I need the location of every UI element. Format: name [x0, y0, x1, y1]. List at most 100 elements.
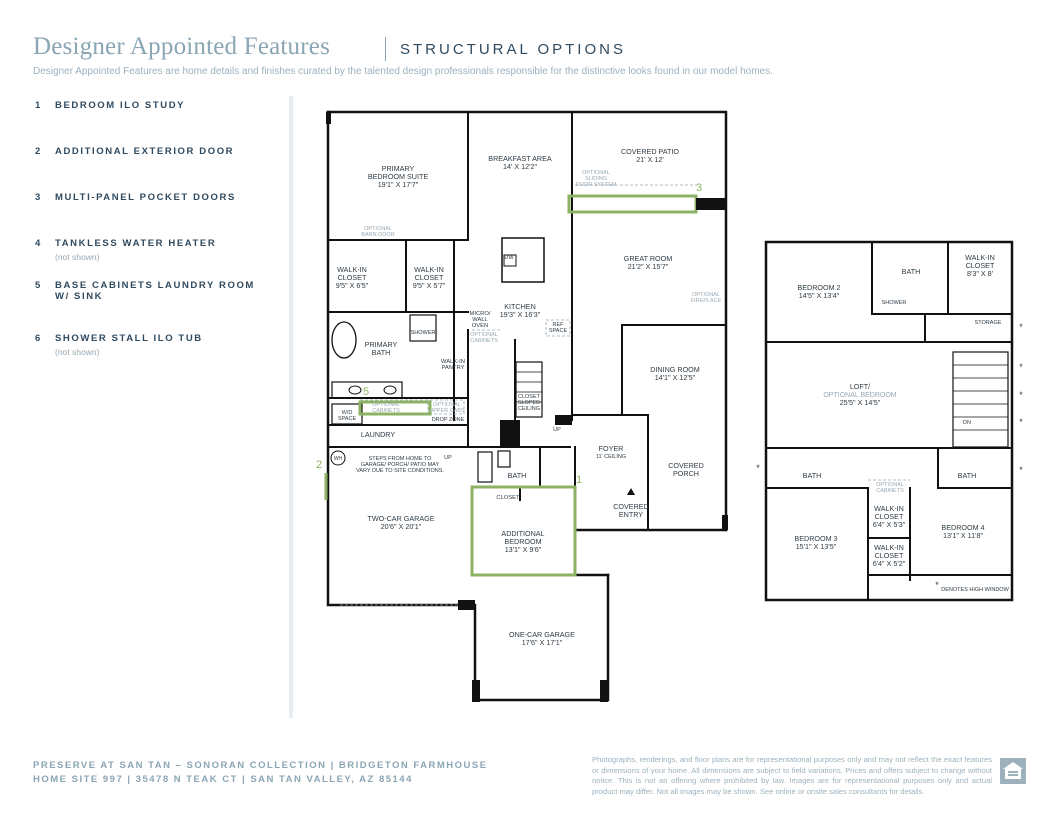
bath2-label: BATH [902, 267, 921, 276]
ref-label-2: SPACE [549, 328, 568, 334]
marker-1: 1 [576, 474, 582, 486]
primary-suite-dim: 19'1" X 17'7" [378, 180, 419, 189]
one-car-label: ONE-CAR GARAGE [509, 630, 575, 639]
equal-housing-icon [1000, 758, 1026, 784]
steps-note: STEPS FROM HOME TO [369, 456, 432, 462]
wic2-label: WALK-IN [414, 265, 444, 274]
marker-3: 3 [696, 182, 702, 194]
marker-5: 5 [363, 386, 369, 398]
feature-number: 4 [35, 238, 42, 249]
opt-upper-label-2: UPPER CABS [429, 408, 465, 414]
opt-sliding-label: OPTIONAL [582, 170, 610, 176]
covered-patio-dim: 21' X 12' [636, 155, 664, 164]
wh-label: WH [334, 456, 343, 462]
covered-porch-label-2: PORCH [673, 469, 699, 478]
community-info: PRESERVE AT SAN TAN – SONORAN COLLECTION… [33, 759, 488, 787]
bath3-label: BATH [803, 471, 822, 480]
page-description: Designer Appointed Features are home det… [33, 66, 773, 77]
feature-item-4: 4 TANKLESS WATER HEATER (not shown) [35, 238, 275, 262]
wic4-label: WALK-IN [874, 504, 904, 513]
one-car-dim: 17'6" X 17'1" [522, 638, 563, 647]
page-title: Designer Appointed Features [33, 33, 331, 60]
pantry-label: WALK-IN [441, 359, 465, 365]
star-7: * [935, 580, 939, 590]
wic2-dim: 9'5" X 5'7" [413, 281, 446, 290]
wic3-label-2: CLOSET [966, 261, 995, 270]
high-window-note: DENOTES HIGH WINDOW [941, 587, 1009, 593]
wic5-dim: 6'4" X 5'2" [873, 559, 906, 568]
community-line: PRESERVE AT SAN TAN – SONORAN COLLECTION… [33, 760, 488, 771]
opt-fireplace-label-2: FIREPLACE [691, 298, 722, 304]
loft-label: LOFT/ [850, 382, 870, 391]
entry-arrow-icon [627, 488, 635, 495]
shower-label: SHOWER [411, 330, 436, 336]
up-label-2: UP [444, 455, 452, 461]
addl-bedroom-label: ADDITIONAL [501, 529, 544, 538]
breakfast-label: BREAKFAST AREA [488, 154, 552, 163]
kitchen-label: KITCHEN [504, 302, 536, 311]
great-room-dim: 21'2" X 15'7" [628, 262, 669, 271]
opt-cab-u-label: OPTIONAL [876, 482, 904, 488]
covered-entry-label: COVERED [613, 502, 649, 511]
opt-fireplace-label: OPTIONAL [692, 292, 720, 298]
feature-title: SHOWER STALL ILO TUB [55, 333, 203, 344]
breakfast-dim: 14' X 12'2" [503, 162, 538, 171]
bedroom3-dim: 15'1" X 13'5" [796, 542, 837, 551]
covered-patio-label: COVERED PATIO [621, 147, 679, 156]
primary-bath-label: PRIMARY [365, 340, 398, 349]
feature-title: TANKLESS WATER HEATER [55, 238, 217, 249]
feature-title: ADDITIONAL EXTERIOR DOOR [55, 146, 235, 157]
bedroom3-label: BEDROOM 3 [794, 534, 837, 543]
opt-cab-k-label-2: CABINETS [470, 338, 498, 344]
feature-title: BASE CABINETS LAUNDRY ROOM W/ SINK [55, 280, 255, 302]
primary-suite-label: PRIMARY [382, 164, 415, 173]
two-car-label: TWO-CAR GARAGE [367, 514, 434, 523]
opt-barn-label-2: BARN DOOR [361, 232, 394, 238]
opt-cab-u-label-2: CABINETS [876, 488, 904, 494]
closet-sloped-label-2: SLOPED [518, 400, 540, 406]
closet-sloped-label: CLOSET [518, 394, 541, 400]
kitchen-dim: 19'3" X 16'3" [500, 310, 541, 319]
loft-dim: 25'5" X 14'5" [840, 398, 881, 407]
steps-note-2: GARAGE/ PORCH/ PATIO MAY [361, 462, 440, 468]
primary-bath-label-2: BATH [372, 348, 391, 357]
dining-dim: 14'1" X 12'5" [655, 373, 696, 382]
dining-label: DINING ROOM [650, 365, 700, 374]
wic1-dim: 9'5" X 6'5" [336, 281, 369, 290]
home-site-line: HOME SITE 997 | 35478 N TEAK CT | SAN TA… [33, 774, 413, 785]
shower2-label: SHOWER [882, 300, 907, 306]
wic1-label-2: CLOSET [338, 273, 367, 282]
feature-number: 1 [35, 100, 42, 111]
foyer-ceiling: 11' CEILING [596, 454, 626, 460]
feature-note: (not shown) [55, 252, 100, 262]
opt-cab-k-label: OPTIONAL [470, 332, 498, 338]
wic4-label-2: CLOSET [875, 512, 904, 521]
feature-number: 2 [35, 146, 42, 157]
star-3: * [1019, 390, 1023, 400]
great-room-label: GREAT ROOM [624, 254, 672, 263]
dw-label: DW [504, 255, 514, 261]
dn-label: DN [963, 420, 971, 426]
wic5-label-2: CLOSET [875, 551, 904, 560]
page-subtitle: STRUCTURAL OPTIONS [400, 41, 626, 58]
drop-zone-label: DROP ZONE [432, 417, 465, 423]
primary-suite-label-2: BEDROOM SUITE [368, 172, 429, 181]
ref-label: REF [553, 322, 565, 328]
star-6: * [756, 463, 760, 473]
opt-upper-label: OPTIONAL [433, 402, 461, 408]
wic3-dim: 8'3" X 8' [967, 269, 994, 278]
wic1-label: WALK-IN [337, 265, 367, 274]
up-label: UP [553, 427, 561, 433]
loft-option-label: OPTIONAL BEDROOM [823, 392, 896, 399]
marker-2: 2 [316, 459, 322, 471]
opt-cab-l-label-2: CABINETS [372, 408, 400, 414]
wic5-label: WALK-IN [874, 543, 904, 552]
opt-barn-label: OPTIONAL [364, 226, 392, 232]
foyer-label: FOYER [599, 444, 624, 453]
column-divider [289, 96, 293, 718]
